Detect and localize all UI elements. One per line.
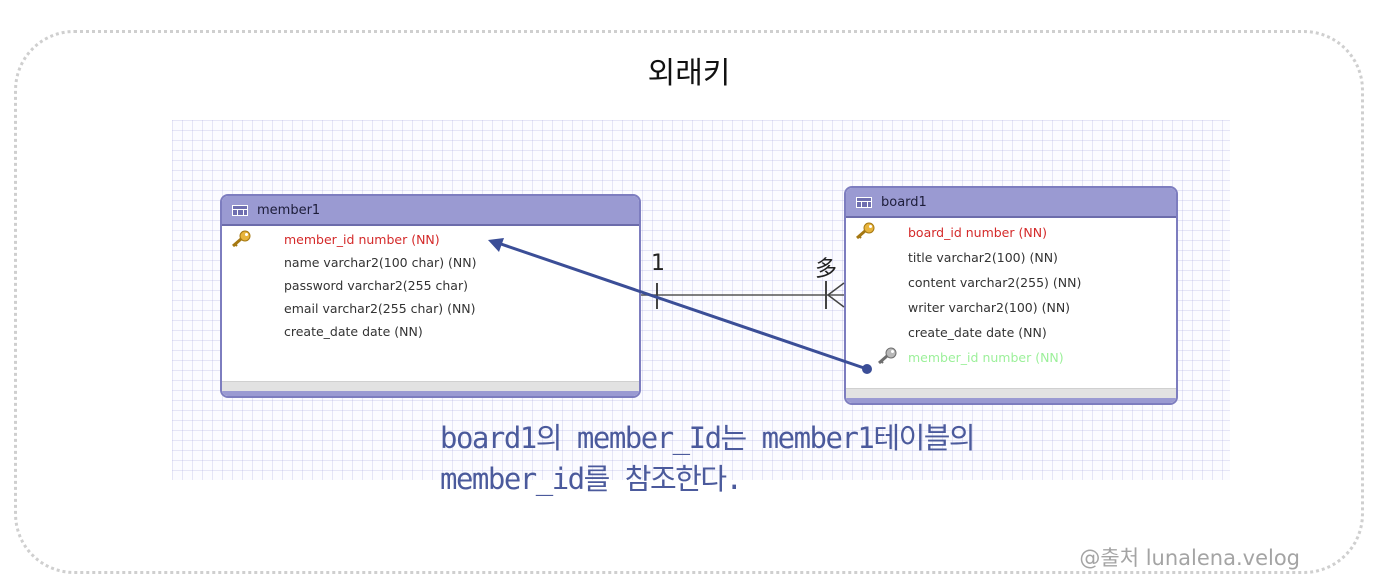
column-text: create_date date (NN): [284, 324, 423, 339]
caption-line: board1의 member_Id는 member1테이블의: [440, 421, 976, 455]
many-cardinality-label: 多: [815, 257, 838, 282]
table-icon: [232, 204, 248, 216]
column-text: content varchar2(255) (NN): [908, 275, 1082, 290]
table-board1[interactable]: board1 board_id number (NN) title varcha…: [844, 186, 1178, 405]
column-row: create_date date (NN): [846, 320, 1176, 345]
column-row: email varchar2(255 char) (NN): [222, 297, 639, 320]
table-header: board1: [846, 188, 1176, 218]
column-list: member_id number (NN) name varchar2(100 …: [222, 226, 639, 343]
rounded-dotted-frame: [14, 30, 1364, 574]
table-footer: [846, 388, 1176, 403]
column-row: board_id number (NN): [846, 220, 1176, 245]
column-row: create_date date (NN): [222, 320, 639, 343]
column-text: email varchar2(255 char) (NN): [284, 301, 476, 316]
column-text: board_id number (NN): [908, 225, 1047, 240]
one-cardinality-label: 1: [651, 251, 665, 276]
page-title: 외래키: [647, 56, 731, 91]
source-credit: @출처 lunalena.velog: [1079, 546, 1300, 570]
primary-key-icon: [854, 222, 876, 248]
column-list: board_id number (NN) title varchar2(100)…: [846, 218, 1176, 370]
column-text: writer varchar2(100) (NN): [908, 300, 1071, 315]
table-name: member1: [257, 202, 321, 218]
column-row: member_id number (NN): [222, 228, 639, 251]
table-header: member1: [222, 196, 639, 226]
column-row: title varchar2(100) (NN): [846, 245, 1176, 270]
column-row: content varchar2(255) (NN): [846, 270, 1176, 295]
column-row: writer varchar2(100) (NN): [846, 295, 1176, 320]
column-text: name varchar2(100 char) (NN): [284, 255, 477, 270]
column-text: create_date date (NN): [908, 325, 1047, 340]
caption-line: member_id를 참조한다.: [440, 462, 743, 496]
column-row: member_id number (NN): [846, 345, 1176, 370]
column-text: member_id number (NN): [908, 350, 1064, 365]
table-icon: [856, 196, 872, 208]
reference-arrow: [488, 238, 872, 374]
foreign-key-icon: [876, 347, 898, 373]
table-footer: [222, 381, 639, 396]
table-member1[interactable]: member1 member_id number (NN) name varch…: [220, 194, 641, 398]
crows-foot-marker: [825, 281, 845, 309]
table-name: board1: [881, 194, 927, 210]
column-text: title varchar2(100) (NN): [908, 250, 1058, 265]
caption: board1의 member_Id는 member1테이블의 member_id…: [440, 418, 976, 500]
column-row: name varchar2(100 char) (NN): [222, 251, 639, 274]
column-text: member_id number (NN): [284, 232, 440, 247]
column-text: password varchar2(255 char): [284, 278, 468, 293]
column-row: password varchar2(255 char): [222, 274, 639, 297]
primary-key-icon: [230, 230, 252, 255]
